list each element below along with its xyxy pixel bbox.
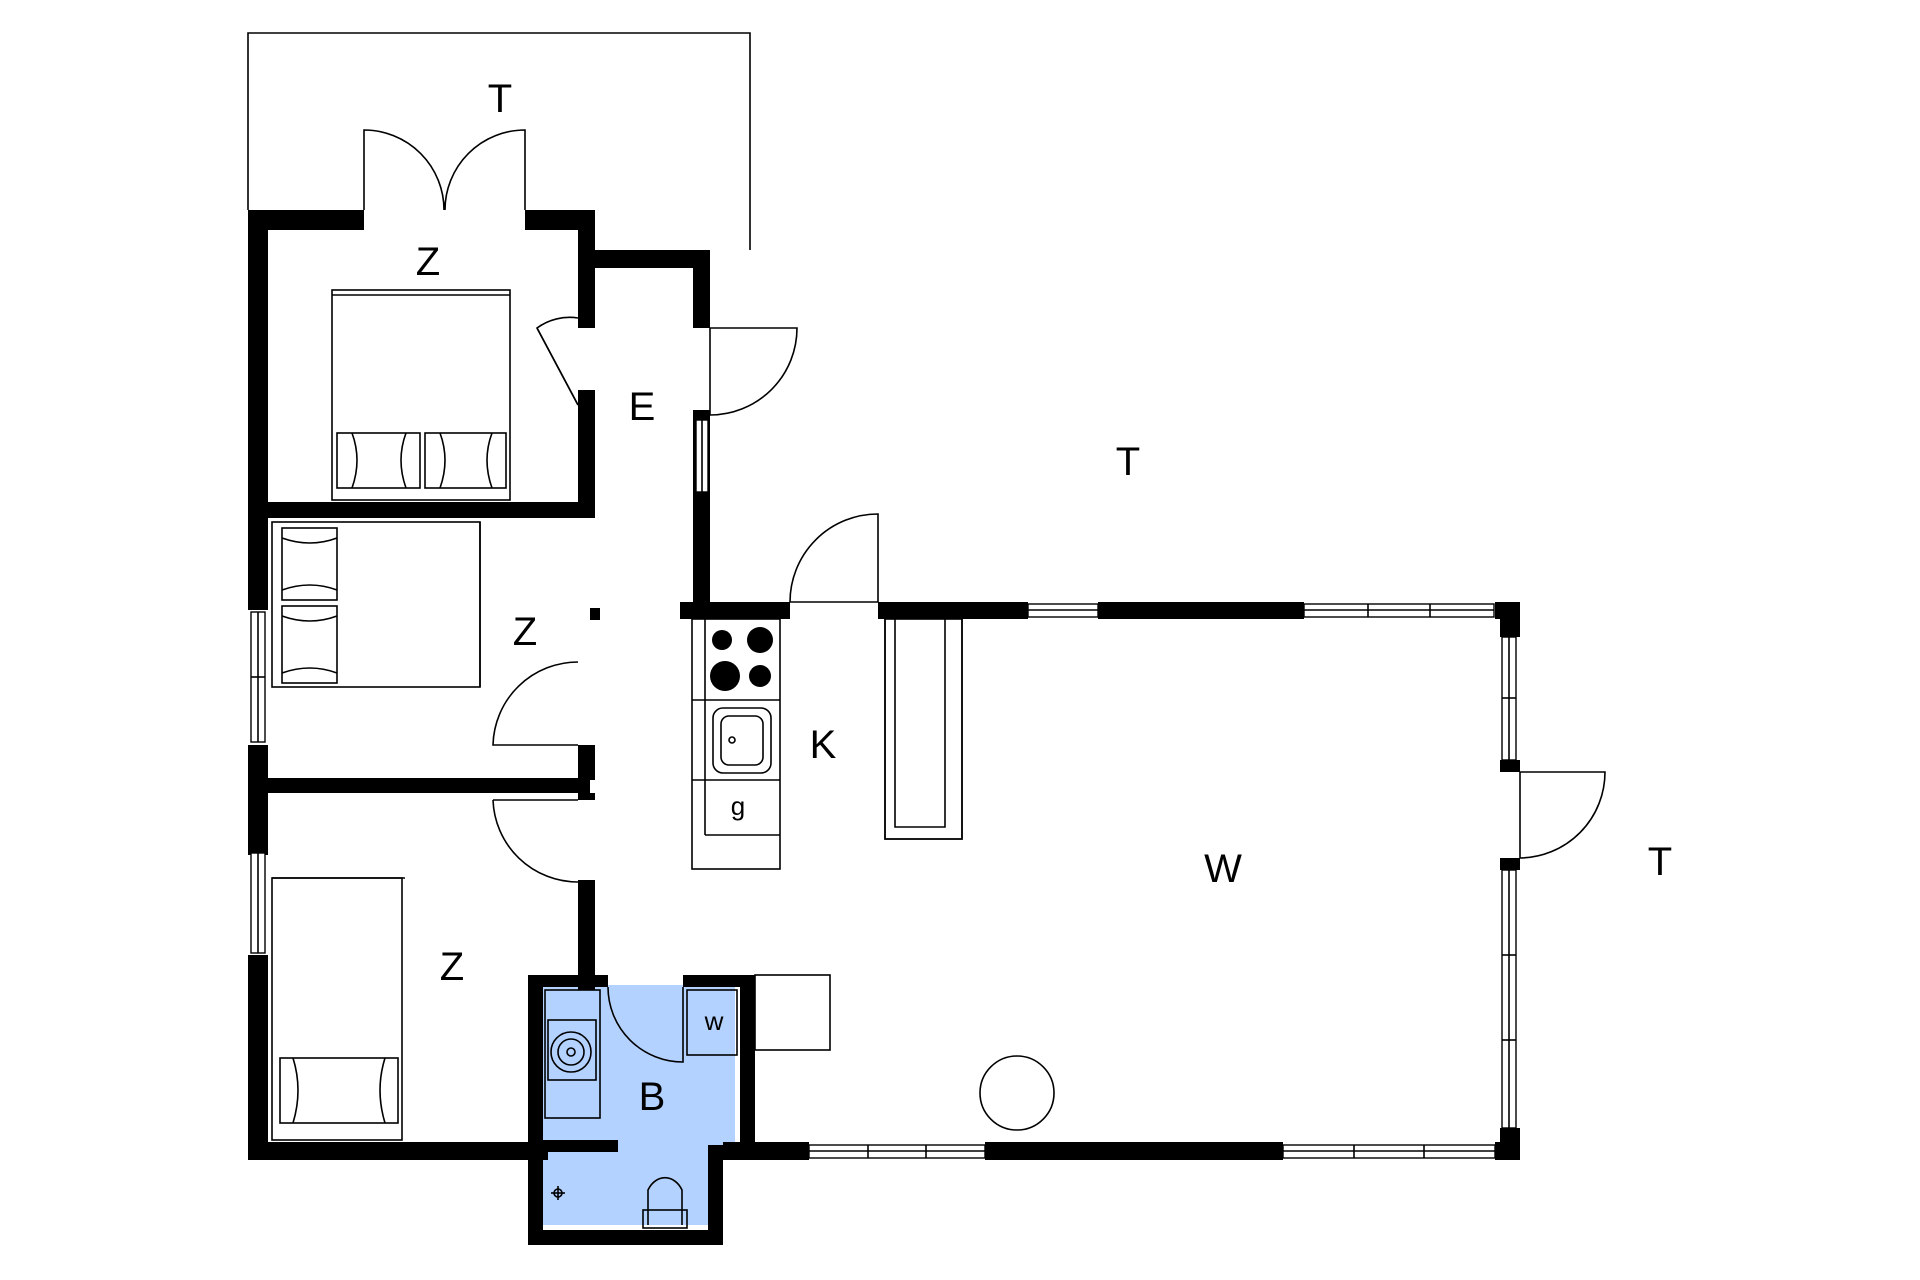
windows	[250, 419, 1517, 1159]
label-living: W	[1204, 847, 1242, 891]
walls	[248, 210, 1520, 1245]
label-kitchen-appliance: g	[731, 791, 745, 821]
label-bedroom-2: Z	[513, 610, 537, 654]
label-terrace-top: T	[488, 77, 512, 121]
label-terrace-right: T	[1116, 440, 1140, 484]
label-terrace-east: T	[1648, 840, 1672, 884]
doors	[363, 129, 1606, 1063]
label-bedroom-3: Z	[440, 945, 464, 989]
terrace-top-outline	[247, 32, 751, 250]
label-kitchen: K	[810, 723, 837, 767]
label-entrance: E	[629, 385, 656, 429]
label-bathroom: B	[639, 1075, 666, 1119]
label-washer: w	[704, 1006, 724, 1036]
furniture	[271, 289, 1055, 1229]
label-bedroom-1: Z	[416, 240, 440, 284]
